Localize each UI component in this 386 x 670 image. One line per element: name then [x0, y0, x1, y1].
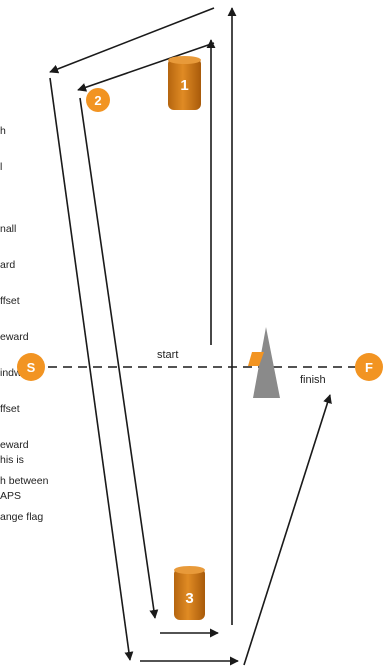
mark-1-label: 1 — [180, 77, 188, 94]
mark-1: 1 — [168, 56, 201, 110]
mark-1-top — [168, 56, 201, 64]
mark-2: 2 — [86, 88, 110, 112]
mark-3-label: 3 — [185, 590, 193, 607]
leg-inner-reach — [77, 42, 215, 92]
mark-2-label: 2 — [94, 93, 101, 108]
committee-boat-flag — [248, 352, 264, 366]
committee-boat — [248, 327, 280, 398]
mark-3-top — [174, 566, 205, 574]
side-text-line: eward — [0, 331, 29, 343]
finish-label: finish — [300, 374, 326, 386]
leg-outer-reach — [49, 7, 215, 74]
side-text-bottom: his is APS — [0, 430, 40, 514]
mark-1-body — [168, 58, 201, 110]
mark-finish: F — [355, 353, 383, 381]
mark-start: S — [17, 353, 45, 381]
side-text-line: ange flag — [0, 511, 44, 523]
side-text-line: ffset — [0, 295, 20, 307]
leg-outer-downwind — [49, 77, 134, 661]
mark-2-buoy — [86, 88, 110, 112]
side-text-line: nall — [0, 223, 17, 235]
side-text-line: h — [0, 125, 6, 137]
side-text-line: ffset — [0, 403, 20, 415]
leg-inner-downwind — [79, 97, 159, 619]
side-text-line: h between — [0, 475, 49, 487]
side-text-line: his is — [0, 454, 24, 466]
side-text-top: h l nall ard ffset eward indward ffset e… — [0, 101, 62, 535]
side-text-line: eward — [0, 439, 29, 451]
mark-finish-buoy — [355, 353, 383, 381]
mark-3-body — [174, 568, 205, 620]
side-text-line: l — [0, 161, 3, 173]
side-text-line: ard — [0, 259, 16, 271]
course-legs — [49, 7, 332, 666]
mark-start-buoy — [17, 353, 45, 381]
committee-boat-hull — [253, 327, 280, 398]
leg-finish-reach — [243, 394, 332, 666]
mark-start-label: S — [27, 360, 36, 375]
mark-3: 3 — [174, 566, 205, 620]
start-label: start — [157, 349, 178, 361]
side-text-line: APS — [0, 490, 22, 502]
mark-finish-label: F — [365, 360, 373, 375]
